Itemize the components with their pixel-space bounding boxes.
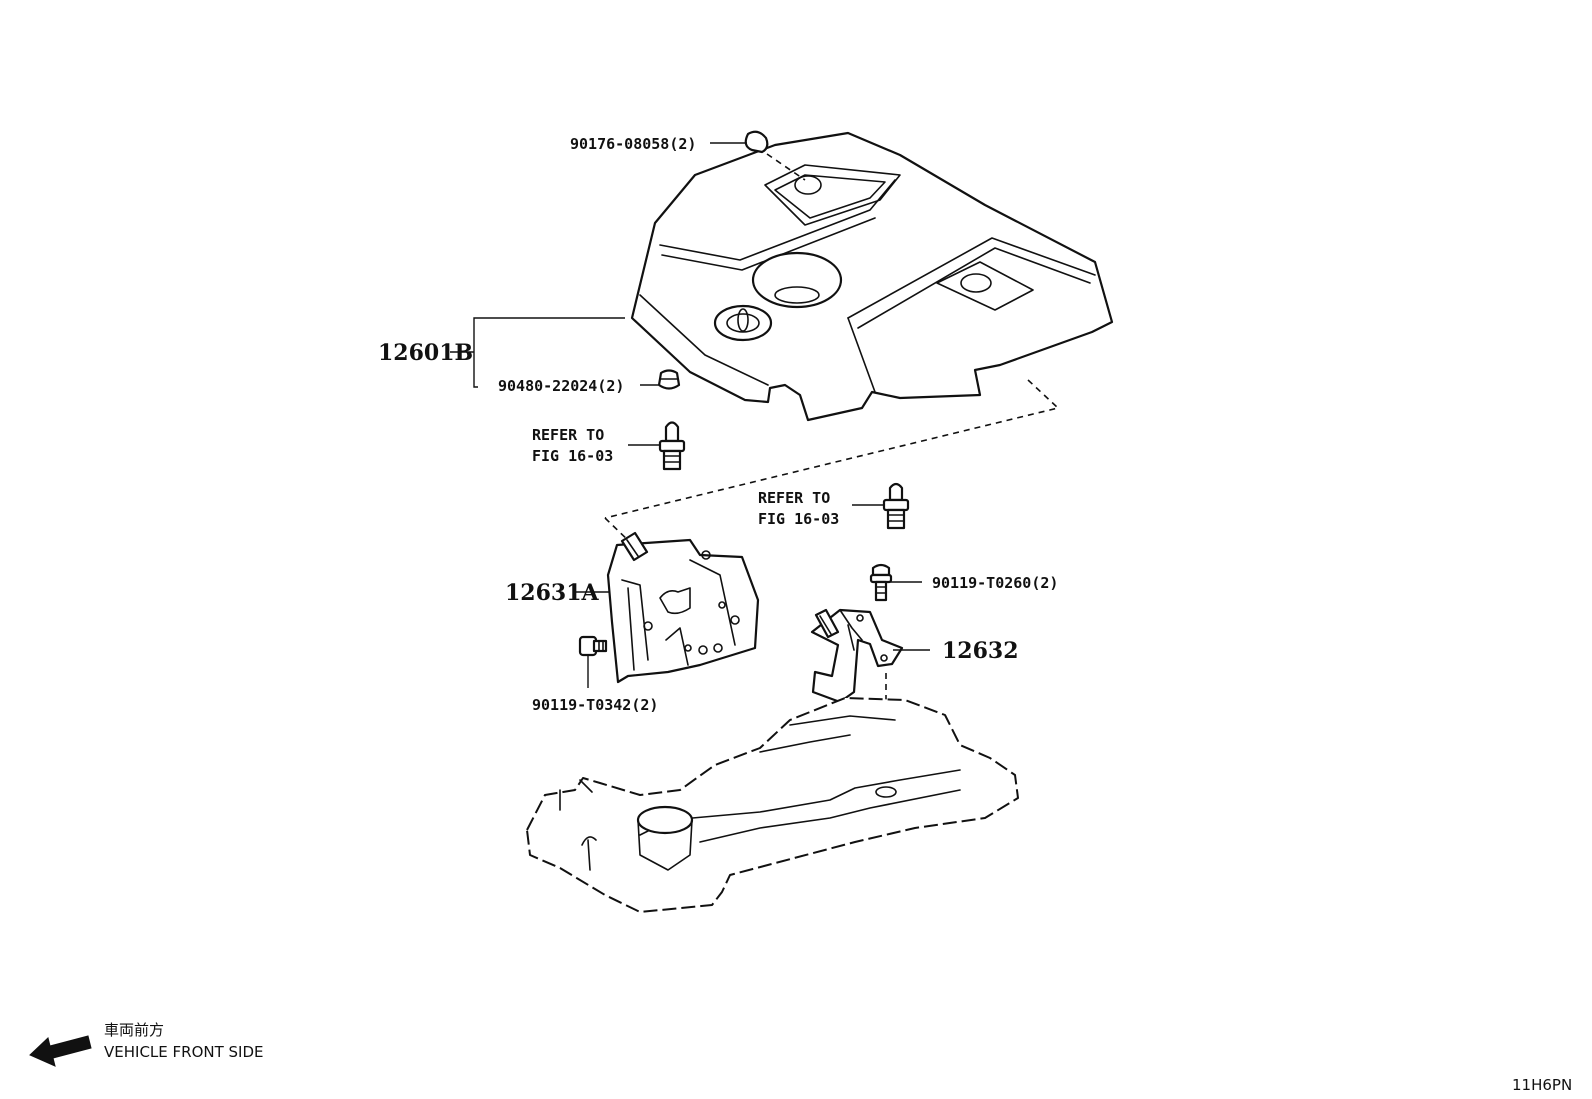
flange-bolt-icon[interactable] xyxy=(578,635,608,657)
clip-icon[interactable] xyxy=(744,130,769,154)
emblem-icon xyxy=(713,304,773,342)
stud-bolt-icon[interactable] xyxy=(658,421,686,471)
callout-90176-08058: 90176-08058(2) xyxy=(570,135,696,153)
callout-refer-to-top-line2: FIG 16-03 xyxy=(532,447,613,465)
vehicle-front-indicator: 車両前方 VEHICLE FRONT SIDE xyxy=(29,1021,264,1067)
callout-90119-t0260: 90119-T0260(2) xyxy=(932,574,1058,592)
leader-lines xyxy=(450,142,930,688)
front-side-label-en: VEHICLE FRONT SIDE xyxy=(104,1043,264,1061)
front-arrow-icon xyxy=(29,1035,92,1067)
callout-12631a: 12631A xyxy=(505,580,600,606)
front-side-label-jp: 車両前方 xyxy=(104,1021,164,1039)
callout-12632: 12632 xyxy=(942,638,1019,664)
callout-refer-to-top-line1: REFER TO xyxy=(532,426,604,444)
bracket-12631a[interactable] xyxy=(606,531,760,684)
bracket-12632[interactable] xyxy=(810,608,904,704)
callout-12601b: 12601B xyxy=(378,340,473,366)
figure-code: 11H6PN xyxy=(1512,1076,1572,1094)
callout-refer-to-mid-line1: REFER TO xyxy=(758,489,830,507)
flange-bolt-icon[interactable] xyxy=(869,563,893,602)
callout-90480-22024: 90480-22024(2) xyxy=(498,377,624,395)
grommet-icon[interactable] xyxy=(657,369,681,390)
stud-bolt-icon[interactable] xyxy=(882,482,910,530)
cylinder-head-cover xyxy=(526,697,1019,913)
engine-cover-12601b[interactable] xyxy=(630,131,1114,422)
callout-refer-to-mid-line2: FIG 16-03 xyxy=(758,510,839,528)
callout-90119-t0342: 90119-T0342(2) xyxy=(532,696,658,714)
